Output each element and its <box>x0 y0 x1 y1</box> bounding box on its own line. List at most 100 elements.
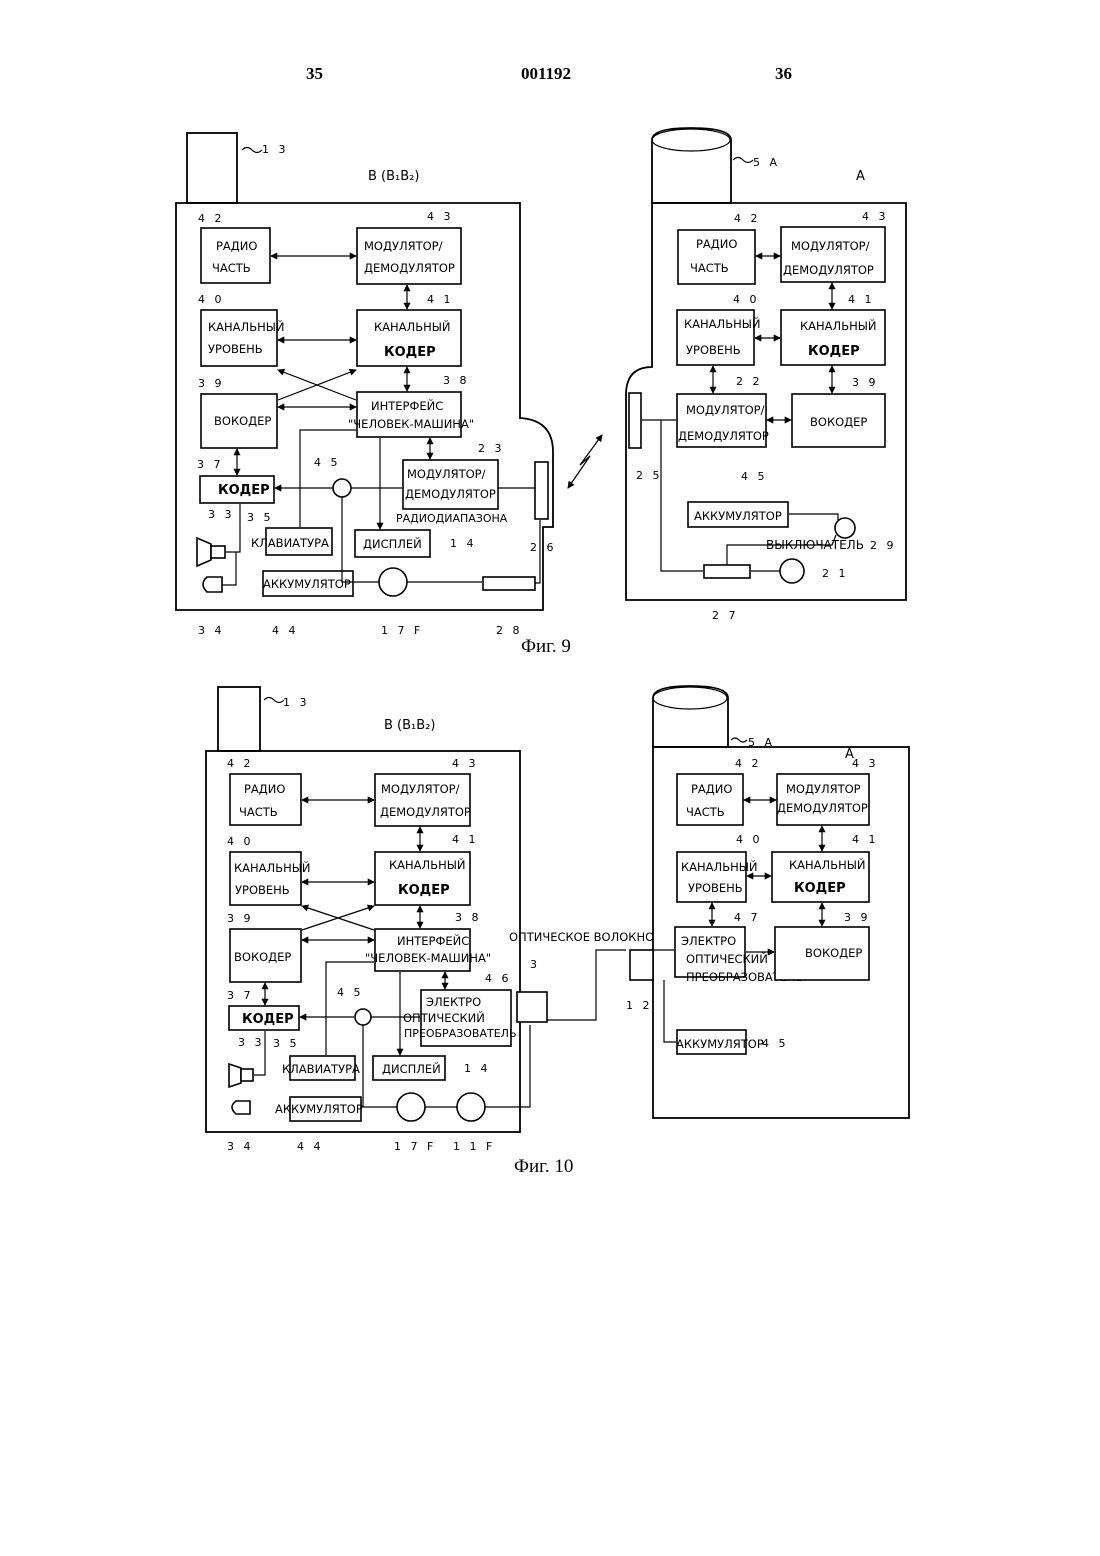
fig10-b-chlevel-ref: 4 0 <box>227 835 254 848</box>
fig9-a-radio-ref: 4 2 <box>734 212 761 225</box>
fig9-b-chlevel-line2: УРОВЕНЬ <box>208 342 263 356</box>
fig10-b-radio-line1: РАДИО <box>244 782 285 796</box>
fig10-b-battery-ref: 4 4 <box>297 1140 324 1153</box>
fig9-a-chlevel-ref: 4 0 <box>733 293 760 306</box>
fig9-a-device-label: A <box>856 169 865 184</box>
fig9-a-battery-ref: 4 5 <box>741 470 768 483</box>
fig9-a-modem-line1: МОДУЛЯТОР/ <box>791 239 870 253</box>
fig9-a-modem-line2: ДЕМОДУЛЯТОР <box>783 263 874 277</box>
fig9-b-speaker-ref: 3 3 <box>208 508 235 521</box>
fig9-b-microphone-icon <box>203 577 222 592</box>
fig9-b-hmi-ref: 3 8 <box>443 374 470 387</box>
fig10-a-modem-ref: 4 3 <box>852 757 879 770</box>
fig10-b-coil17-ref: 1 7 F <box>394 1140 436 1153</box>
fig10-b-modem-ref: 4 3 <box>452 757 479 770</box>
fig10-b-display-ref: 1 4 <box>464 1062 491 1075</box>
fig9-b-chcoder-line2: КОДЕР <box>384 345 436 360</box>
fig9-a-modem2-line1: МОДУЛЯТОР/ <box>686 403 765 417</box>
fig10-a-port-ref: 1 2 <box>626 999 653 1012</box>
fig9-a-battery-line1: АККУМУЛЯТОР <box>694 509 782 523</box>
fig9-a-chlevel-line2: УРОВЕНЬ <box>686 343 741 357</box>
fig10-b-coder-ref: 3 7 <box>227 989 254 1002</box>
fig9-a-chcoder-line2: КОДЕР <box>808 344 860 359</box>
fig9-a-radio-line1: РАДИО <box>696 237 737 251</box>
fig9-b-coil <box>379 568 407 596</box>
fig10-b-speaker-ref: 3 3 <box>238 1036 265 1049</box>
fig10-b-display-line1: ДИСПЛЕЙ <box>382 1061 441 1076</box>
fig9-b-hmi-line2: "ЧЕЛОВЕК-МАШИНА" <box>348 417 474 431</box>
fig9-b-hmi-line1: ИНТЕРФЕЙС <box>371 398 443 413</box>
fig9-caption: Фиг. 9 <box>521 636 571 657</box>
fig9-a-modem2-ref: 2 2 <box>736 375 763 388</box>
fig10-b-radio-line2: ЧАСТЬ <box>239 805 278 819</box>
fig10-b-hmi-line2: "ЧЕЛОВЕК-МАШИНА" <box>365 951 491 965</box>
fig10-a-radio-ref: 4 2 <box>735 757 762 770</box>
fig9-a-coil-ref: 2 1 <box>822 567 849 580</box>
fig9-b-keyboard-line1: КЛАВИАТУРА <box>251 536 329 550</box>
fig10-b-coil17 <box>397 1093 425 1121</box>
fig10-a-port <box>630 950 653 980</box>
fig10-b-antenna <box>218 687 260 751</box>
fig9-b-device-label: B (B₁B₂) <box>368 169 419 184</box>
fig9-device-a: 5 A A 4 2 РАДИО ЧАСТЬ 4 3 МОДУЛЯТОР/ ДЕМ… <box>626 128 906 622</box>
fig10-b-chcoder-line1: КАНАЛЬНЫЙ <box>389 857 465 872</box>
fig10-b-vocoder-line1: ВОКОДЕР <box>234 950 291 964</box>
fig9-b-contact <box>483 577 535 590</box>
fig9-b-radio-modem-line3: РАДИОДИАПАЗОНА <box>396 512 508 525</box>
fig9-b-contact-ref: 2 8 <box>496 624 523 637</box>
fig10-b-radio-ref: 4 2 <box>227 757 254 770</box>
fig10-b-chlevel-box <box>230 852 301 905</box>
fig9-a-modem-ref: 4 3 <box>862 210 889 223</box>
fig9-b-radio-line1: РАДИО <box>216 239 257 253</box>
fig10-b-switch <box>355 1009 371 1025</box>
fig10-a-radio-line2: ЧАСТЬ <box>686 805 725 819</box>
fig10-a-chlevel-line2: УРОВЕНЬ <box>688 881 743 895</box>
fig10-device-a: 5 A A 4 2 РАДИО ЧАСТЬ 4 3 МОДУЛЯТОР ДЕМО… <box>626 686 909 1118</box>
fig9-a-vocoder-ref: 3 9 <box>852 376 879 389</box>
fig9-b-radio-modem-ref: 2 3 <box>478 442 505 455</box>
fig9-wireless-link <box>568 435 602 488</box>
fig9-b-radio-line2: ЧАСТЬ <box>212 261 251 275</box>
fig10-b-chcoder-line2: КОДЕР <box>398 883 450 898</box>
fig10-a-chcoder-line1: КАНАЛЬНЫЙ <box>789 857 865 872</box>
fig10-b-antenna-ref: 1 3 <box>283 696 310 709</box>
fig10-a-vocoder-line1: ВОКОДЕР <box>805 946 862 960</box>
fig10-b-hmi-ref: 3 8 <box>455 911 482 924</box>
fig9-b-keyboard-ref: 3 5 <box>247 511 274 524</box>
fig9-a-chcoder-line1: КАНАЛЬНЫЙ <box>800 318 876 333</box>
fig10-a-radio-line1: РАДИО <box>691 782 732 796</box>
fig9-a-contact <box>704 565 750 578</box>
fig9-b-mic-ref: 3 4 <box>198 624 225 637</box>
fig10-caption: Фиг. 10 <box>514 1156 573 1177</box>
fig10-a-modem-line1: МОДУЛЯТОР <box>786 782 861 796</box>
fig9-b-radio-modem-line1: МОДУЛЯТОР/ <box>407 467 486 481</box>
fig9-a-contact-ref: 2 7 <box>712 609 739 622</box>
fig9-b-modem-ref: 4 3 <box>427 210 454 223</box>
fig9-device-b: 1 3 B (B₁B₂) 4 2 РАДИО ЧАСТЬ 4 3 МОДУЛЯТ… <box>176 133 557 637</box>
fig9-b-chlevel-box <box>201 310 277 366</box>
fig9-b-battery-ref: 4 4 <box>272 624 299 637</box>
fig9-b-chcoder-line1: КАНАЛЬНЫЙ <box>374 319 450 334</box>
fig9-b-radio-modem-line2: ДЕМОДУЛЯТОР <box>405 487 496 501</box>
fig9-b-modem-line2: ДЕМОДУЛЯТОР <box>364 261 455 275</box>
fig10-b-coil11 <box>457 1093 485 1121</box>
fig9-a-radio-line2: ЧАСТЬ <box>690 261 729 275</box>
figure-10: 1 3 B (B₁B₂) 4 2 РАДИО ЧАСТЬ 4 3 МОДУЛЯТ… <box>206 686 909 1177</box>
fig10-a-chcoder-line2: КОДЕР <box>794 881 846 896</box>
fig10-b-vocoder-ref: 3 9 <box>227 912 254 925</box>
fig9-b-coil-ref: 1 7 F <box>381 624 423 637</box>
fig9-b-display-ref: 1 4 <box>450 537 477 550</box>
fig9-b-vocoder-ref: 3 9 <box>198 377 225 390</box>
fig10-b-modem-line2: ДЕМОДУЛЯТОР <box>380 805 471 819</box>
fig9-a-antenna25 <box>629 393 641 448</box>
fig9-b-display-line1: ДИСПЛЕЙ <box>363 536 422 551</box>
fig10-fiber-label: ОПТИЧЕСКОЕ ВОЛОКНО <box>509 930 654 944</box>
fig10-a-antenna <box>653 686 728 747</box>
fig9-a-antenna-ref: 5 A <box>753 156 780 169</box>
fig9-b-coder-line1: КОДЕР <box>218 483 270 498</box>
fig9-b-switch <box>333 479 351 497</box>
fig9-a-coil <box>780 559 804 583</box>
fig9-b-modem-line1: МОДУЛЯТОР/ <box>364 239 443 253</box>
fig9-a-vocoder-line1: ВОКОДЕР <box>810 415 867 429</box>
fig10-b-coder-line1: КОДЕР <box>242 1012 294 1027</box>
